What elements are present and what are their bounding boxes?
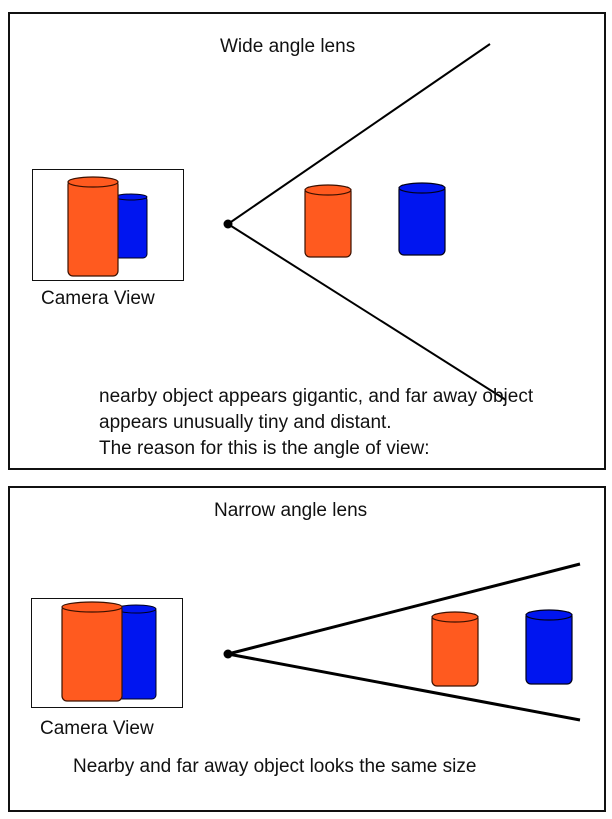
narrow-view-upper-line <box>227 562 581 656</box>
narrow-angle-scene <box>223 562 581 722</box>
wide-description: nearby object appears gigantic, and far … <box>99 384 533 462</box>
narrow-camera-caption: Camera View <box>40 718 154 739</box>
narrow-lens-point <box>223 649 233 659</box>
wide-description-line: nearby object appears gigantic, and far … <box>99 386 534 407</box>
narrow-far-cylinder <box>525 609 573 685</box>
wide-angle-title: Wide angle lens <box>220 36 356 57</box>
narrow-view-lower-line <box>227 652 581 722</box>
wide-camera-view <box>32 169 184 281</box>
wide-far-cylinder <box>398 182 446 256</box>
narrow-camera-view <box>31 598 183 708</box>
wide-camera-near-cylinder <box>67 176 119 277</box>
wide-description-line: appears unusually tiny and distant. <box>99 412 392 433</box>
narrow-description: Nearby and far away object looks the sam… <box>73 756 477 777</box>
wide-view-upper-line <box>227 43 491 225</box>
wide-view-lower-line <box>227 223 507 401</box>
wide-angle-scene <box>223 43 507 401</box>
wide-camera-caption: Camera View <box>41 288 155 309</box>
wide-lens-point <box>223 219 233 229</box>
narrow-near-cylinder <box>431 611 479 687</box>
narrow-camera-near-cylinder <box>61 601 123 702</box>
wide-angle-panel: Wide angle lens Camera View <box>8 12 606 470</box>
wide-description-line: The reason for this is the angle of view… <box>99 438 430 459</box>
wide-camera-illustration <box>67 176 148 277</box>
narrow-camera-illustration <box>61 601 157 702</box>
narrow-camera-far-cylinder <box>115 604 157 700</box>
narrow-angle-title: Narrow angle lens <box>214 500 368 521</box>
narrow-angle-panel: Narrow angle lens Camera View Nearby and… <box>8 486 606 812</box>
wide-near-cylinder <box>304 184 352 258</box>
wide-camera-far-cylinder <box>114 193 148 259</box>
